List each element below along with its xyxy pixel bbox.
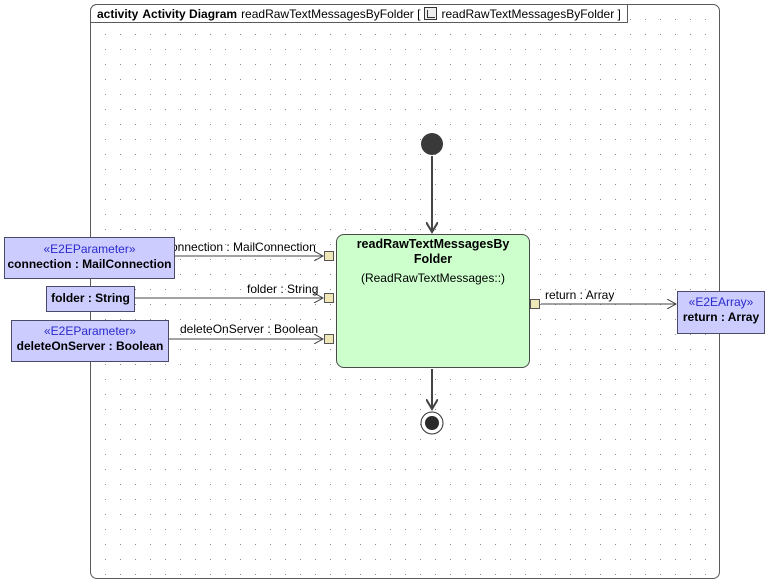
- action-read-raw-text-messages[interactable]: readRawTextMessagesByFolder (ReadRawText…: [336, 234, 530, 368]
- flow-label-folder: folder : String: [247, 282, 319, 296]
- frame-kind: activity: [97, 6, 139, 21]
- parameter-stereotype: «E2EParameter»: [43, 324, 137, 338]
- frame-diagram-name: readRawTextMessagesByFolder [: [241, 6, 421, 21]
- parameter-node-deleteonserver[interactable]: «E2EParameter» deleteOnServer : Boolean: [11, 320, 169, 362]
- frame-behavior-name: readRawTextMessagesByFolder ]: [441, 6, 621, 21]
- output-pin-return[interactable]: [530, 299, 540, 309]
- flow-label-deleteonserver: deleteOnServer : Boolean: [180, 322, 319, 336]
- frame-type-name: Activity Diagram: [142, 6, 238, 21]
- parameter-node-return[interactable]: «E2EArray» return : Array: [677, 291, 765, 334]
- parameter-name: deleteOnServer : Boolean: [16, 339, 164, 353]
- action-behavior: (ReadRawTextMessages::): [360, 271, 506, 285]
- parameter-node-connection[interactable]: «E2EParameter» connection : MailConnecti…: [4, 237, 175, 279]
- diagram-frame-header: activity Activity Diagram readRawTextMes…: [90, 4, 628, 23]
- parameter-stereotype: «E2EParameter»: [43, 242, 136, 256]
- parameter-name: connection : MailConnection: [7, 257, 172, 271]
- parameter-node-folder[interactable]: folder : String: [46, 286, 135, 312]
- parameter-stereotype: «E2EArray»: [688, 295, 754, 309]
- parameter-name: return : Array: [682, 310, 760, 324]
- input-pin-deleteonserver[interactable]: [324, 334, 334, 344]
- parameter-name: folder : String: [51, 291, 130, 305]
- input-pin-folder[interactable]: [324, 293, 334, 303]
- initial-node[interactable]: [421, 133, 443, 155]
- diagram-icon: [424, 7, 438, 20]
- input-pin-connection[interactable]: [324, 251, 334, 261]
- flow-label-connection: connection : MailConnection: [165, 240, 316, 254]
- activity-final-node-dot: [425, 416, 439, 430]
- flow-label-return: return : Array: [545, 288, 615, 302]
- action-title: readRawTextMessagesByFolder: [356, 237, 510, 266]
